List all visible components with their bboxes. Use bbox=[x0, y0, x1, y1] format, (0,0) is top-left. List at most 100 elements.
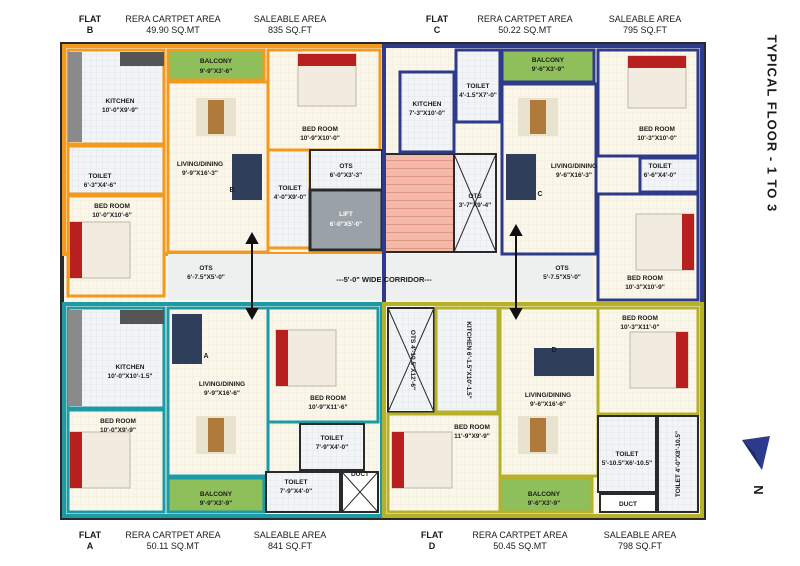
b-balcony bbox=[166, 48, 266, 82]
b-bedroom1-name: BED ROOM bbox=[302, 126, 338, 133]
ots-top-name: OTS bbox=[339, 163, 353, 170]
d-toilet1-size: 5'-10.5"X6'-10.5" bbox=[602, 460, 652, 467]
a-toilet1-name: TOILET bbox=[321, 435, 344, 442]
flat-d-tag: D bbox=[551, 347, 556, 354]
flat-b bbox=[62, 44, 386, 298]
c-balcony-name: BALCONY bbox=[532, 57, 565, 64]
d-balcony-size: 9'-6"X3'-9" bbox=[528, 500, 560, 507]
b-toilet2-name: TOILET bbox=[279, 185, 302, 192]
c-kitchen-size: 7'-3"X10'-0" bbox=[409, 110, 445, 117]
flat-a bbox=[62, 302, 384, 518]
a-kitchen bbox=[66, 306, 166, 410]
ots-stair-size: 3'-7"X9'-4" bbox=[459, 202, 491, 209]
ots-top bbox=[309, 149, 383, 191]
a-balcony-size: 9'-9"X3'-9" bbox=[200, 500, 232, 507]
c-kitchen-name: KITCHEN bbox=[413, 101, 442, 108]
compass-icon bbox=[742, 436, 770, 470]
c-balcony-size: 9'-6"X3'-9" bbox=[532, 66, 564, 73]
c-toilet2-size: 6'-6"X4'-0" bbox=[644, 172, 676, 179]
a-bedroom1-name: BED ROOM bbox=[310, 395, 346, 402]
lift-size: 6'-0"X5'-0" bbox=[330, 221, 362, 228]
c-ots-size: 5'-7.5"X5'-0" bbox=[543, 274, 581, 281]
ots-a-label: OTS 4'-10.5"X12'-6" bbox=[409, 330, 416, 390]
a-duct-name: DUCT bbox=[351, 471, 369, 478]
a-bedroom1-size: 10'-9"X11'-6" bbox=[308, 404, 347, 411]
flat-a-tag: A bbox=[203, 353, 208, 360]
c-living-name: LIVING/DINING bbox=[551, 163, 597, 170]
d-kitchen-label: KITCHEN 6'-1.5"X10'-1.5" bbox=[465, 321, 472, 399]
a-toilet2-name: TOILET bbox=[285, 479, 308, 486]
d-toilet1-name: TOILET bbox=[616, 451, 639, 458]
flat-b-tag: B bbox=[229, 187, 234, 194]
b-toilet1-size: 6'-3"X4'-6" bbox=[84, 182, 116, 189]
c-toilet2 bbox=[638, 156, 700, 194]
d-bedroom1-name: BED ROOM bbox=[454, 424, 490, 431]
c-toilet1 bbox=[454, 48, 502, 124]
b-living-size: 9'-9"X16'-3" bbox=[182, 170, 218, 177]
a-living-name: LIVING/DINING bbox=[199, 381, 245, 388]
d-living-size: 9'-6"X16'-6" bbox=[530, 401, 566, 408]
d-toilet2-label: TOILET 4'-0"X8'-10.5" bbox=[675, 431, 682, 497]
d-duct bbox=[599, 493, 657, 513]
b-toilet1 bbox=[66, 144, 166, 196]
c-bedroom2-name: BED ROOM bbox=[627, 275, 663, 282]
d-toilet2 bbox=[657, 415, 699, 513]
a-bedroom2-name: BED ROOM bbox=[100, 418, 136, 425]
c-sofa bbox=[506, 154, 536, 200]
ots-top-size: 6'-0"X3'-3" bbox=[330, 172, 362, 179]
b-bedroom1-size: 10'-9"X10'-0" bbox=[300, 135, 340, 142]
b-toilet2-size: 4'-0"X9'-0" bbox=[274, 194, 306, 201]
a-bedroom2-size: 10'-0"X9'-9" bbox=[100, 427, 136, 434]
c-bedroom2-size: 10'-3"X10'-9" bbox=[625, 284, 665, 291]
a-balcony-name: BALCONY bbox=[200, 491, 233, 498]
flat-c-tag: C bbox=[537, 191, 542, 198]
d-bedroom2-size: 10'-3"X11'-0" bbox=[620, 324, 659, 331]
b-ots-size: 6'-7.5"X5'-0" bbox=[187, 274, 225, 281]
b-balcony-size: 9'-9"X3'-6" bbox=[200, 68, 232, 75]
c-toilet1-name: TOILET bbox=[467, 83, 490, 90]
d-kitchen bbox=[434, 306, 500, 414]
flat-c bbox=[382, 44, 704, 306]
corridor bbox=[168, 254, 592, 300]
d-bedroom1-size: 11'-9"X9'-9" bbox=[454, 433, 490, 440]
b-kitchen-name: KITCHEN bbox=[106, 98, 135, 105]
c-kitchen bbox=[398, 70, 456, 154]
a-toilet2-size: 7'-9"X4'-0" bbox=[280, 488, 312, 495]
b-sofa bbox=[232, 154, 262, 200]
corridor-arrows bbox=[245, 223, 523, 321]
d-bedroom2-name: BED ROOM bbox=[622, 315, 658, 322]
c-balcony bbox=[500, 48, 596, 84]
a-living-size: 9'-9"X16'-6" bbox=[204, 390, 240, 397]
c-living-size: 9'-6"X16'-3" bbox=[556, 172, 592, 179]
c-bedroom1-name: BED ROOM bbox=[639, 126, 675, 133]
a-sofa bbox=[172, 314, 202, 364]
d-toilet1 bbox=[597, 415, 657, 493]
compass-label: N bbox=[751, 485, 766, 494]
a-toilet1 bbox=[299, 423, 365, 471]
d-living-name: LIVING/DINING bbox=[525, 392, 571, 399]
lift-name: LIFT bbox=[339, 211, 353, 218]
d-sofa bbox=[534, 348, 594, 376]
c-bedroom1-size: 10'-3"X10'-0" bbox=[637, 135, 677, 142]
b-bedroom2-name: BED ROOM bbox=[94, 203, 130, 210]
core bbox=[168, 149, 592, 300]
c-toilet2-name: TOILET bbox=[649, 163, 672, 170]
a-toilet2 bbox=[265, 471, 341, 513]
corridor-label: ---5'-0" WIDE CORRIDOR--- bbox=[336, 275, 432, 284]
a-balcony bbox=[166, 476, 266, 514]
lift bbox=[308, 188, 384, 252]
a-kitchen-name: KITCHEN bbox=[116, 364, 145, 371]
a-kitchen-size: 10'-0"X10'-1.5" bbox=[107, 373, 152, 380]
